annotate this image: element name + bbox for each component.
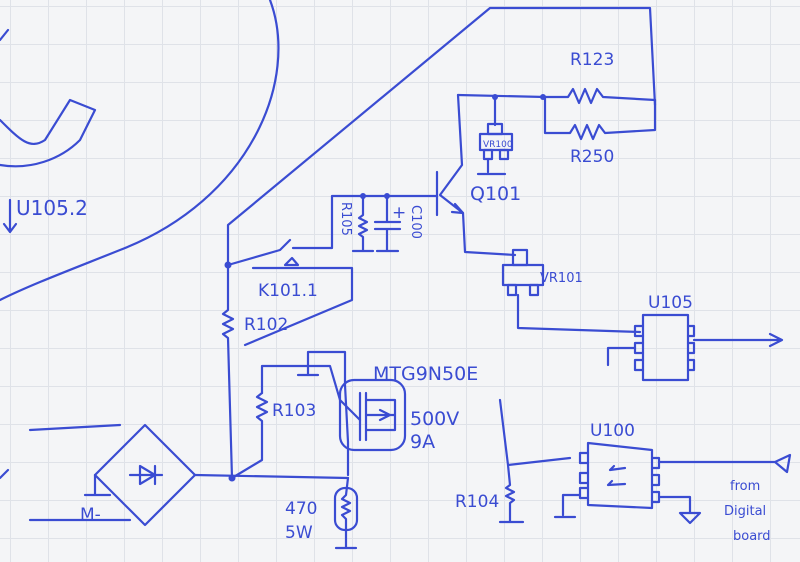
note-digital: Digital <box>724 504 766 519</box>
q101-label: Q101 <box>470 183 521 205</box>
vr100-label: VR100 <box>483 140 513 150</box>
k101-1-relay-contact <box>226 238 354 347</box>
u100-label: U100 <box>590 421 635 441</box>
bridge-rectifier <box>0 423 350 527</box>
vr101-regulator <box>501 248 642 334</box>
u105-2-outline <box>0 0 280 302</box>
mosfet-current-label: 9A <box>410 431 435 453</box>
vr101-label: VR101 <box>540 271 583 286</box>
mosfet-part-label: MTG9N50E <box>373 363 478 385</box>
q101-transistor <box>435 93 517 257</box>
wire-top <box>226 6 657 267</box>
wire-vr100 <box>456 93 547 127</box>
r102-resistor <box>221 263 235 480</box>
r123-label: R123 <box>570 50 614 70</box>
u105-label: U105 <box>648 293 693 313</box>
note-board: board <box>733 529 771 544</box>
r123-resistor <box>543 87 657 105</box>
u105-2-label: U105.2 <box>16 196 88 220</box>
c100-label: C100 <box>408 205 423 239</box>
mosfet-voltage-label: 500V <box>410 408 459 430</box>
r250-label: R250 <box>570 147 614 167</box>
c100-capacitor <box>373 194 402 253</box>
load-resistor-470-5w <box>333 476 359 550</box>
vr100-regulator <box>476 122 514 176</box>
r105-label: R105 <box>338 202 353 236</box>
c100-polarity: + <box>392 203 406 223</box>
r103-label: R103 <box>272 401 316 421</box>
u100-optocoupler <box>553 441 792 525</box>
r-load-value: 470 <box>285 499 317 519</box>
note-from: from <box>730 479 760 494</box>
r250-resistor <box>543 95 657 141</box>
r103-resistor <box>230 391 269 480</box>
m-minus-label: M- <box>80 505 101 525</box>
r105-resistor <box>351 194 375 253</box>
u105-chip <box>606 313 784 382</box>
r-load-power: 5W <box>285 523 313 543</box>
r104-label: R104 <box>455 492 499 512</box>
k101-1-label: K101.1 <box>258 281 318 301</box>
r102-label: R102 <box>244 315 288 335</box>
r104-resistor <box>498 398 572 524</box>
mosfet-mtg9n50e <box>260 350 407 477</box>
